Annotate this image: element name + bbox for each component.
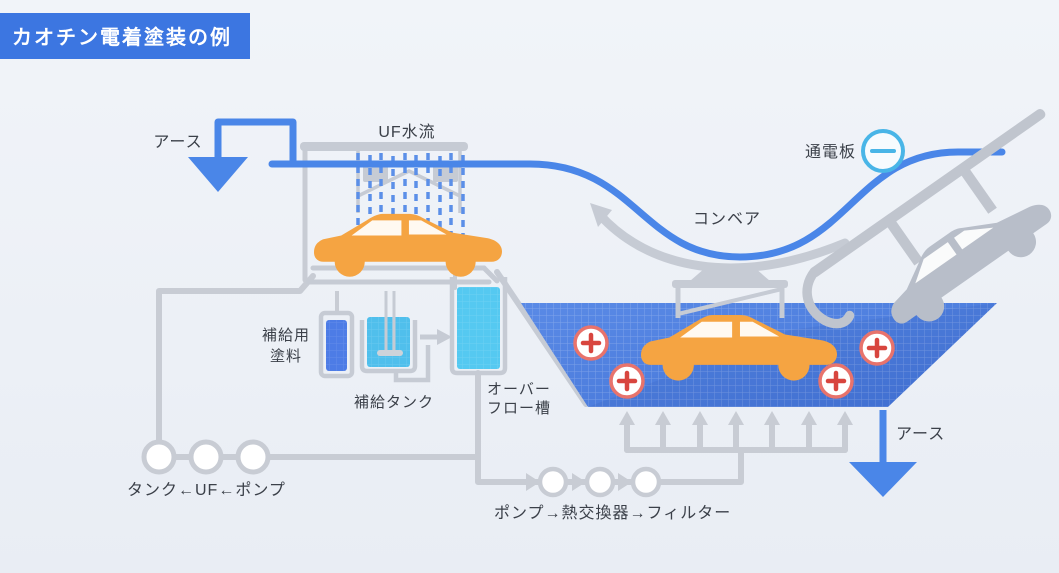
plus-charge-icon (818, 363, 854, 399)
entry-ramp (494, 269, 589, 407)
filter-icon (630, 466, 662, 498)
nozzle-box-icon (433, 165, 458, 182)
bath-inlet-arrows (619, 411, 853, 453)
replenish-paint-label-line2: 塗料 (270, 347, 302, 365)
plus-charge-icons (573, 325, 895, 399)
minus-electrode-icon (861, 129, 905, 173)
up-arrow-icon (619, 411, 853, 425)
transfer-arrow-icon (420, 329, 452, 345)
ground-top-label: アース (153, 134, 202, 151)
ground-symbol-top (188, 118, 297, 192)
conductive-plate-label: 通電板 (805, 143, 856, 161)
agitator-icon (384, 291, 396, 352)
plus-charge-icon (609, 363, 645, 399)
overflow-tank (449, 277, 508, 376)
tank-unit-icon (235, 439, 271, 475)
plus-charge-icon (859, 330, 895, 366)
pump-icon (537, 466, 569, 498)
tank-uf-pump-units (141, 439, 271, 475)
ground-symbol-bottom (849, 410, 917, 497)
car-on-conveyor-gray (802, 109, 1059, 340)
replenish-paint-container (318, 291, 355, 379)
overflow-tank-label-line1: オーバー (487, 381, 551, 398)
arrow-head-icon (590, 203, 612, 227)
overflow-tank-label-line2: フロー槽 (487, 400, 551, 417)
uf-return-line-label: タンク←UF←ポンプ (127, 481, 286, 499)
page-title: カオチン電着塗装の例 (0, 13, 250, 59)
replenish-paint-label-line1: 補給用 (262, 327, 310, 344)
nozzle-box-icon (363, 165, 388, 182)
uf-flow-label: UF水流 (378, 123, 435, 141)
circulation-line-label: ポンプ→熱交換器→フィルター (494, 504, 731, 522)
conveyor-direction-arrow (590, 203, 850, 273)
ground-arrow-icon (188, 157, 248, 192)
replenish-tank (359, 291, 452, 383)
uf-unit-icon (188, 439, 224, 475)
right-arrow-icon (526, 473, 632, 491)
ground-arrow-icon (849, 462, 917, 497)
ground-bottom-label: アース (896, 426, 945, 443)
plus-charge-icon (573, 325, 609, 361)
hanger-hook-icon (802, 267, 855, 329)
heat-exchanger-icon (584, 466, 616, 498)
circulation-units (526, 466, 662, 498)
pump-unit-icon (141, 439, 177, 475)
replenish-tank-label: 補給タンク (354, 394, 434, 411)
conveyor-label: コンベア (693, 211, 761, 228)
